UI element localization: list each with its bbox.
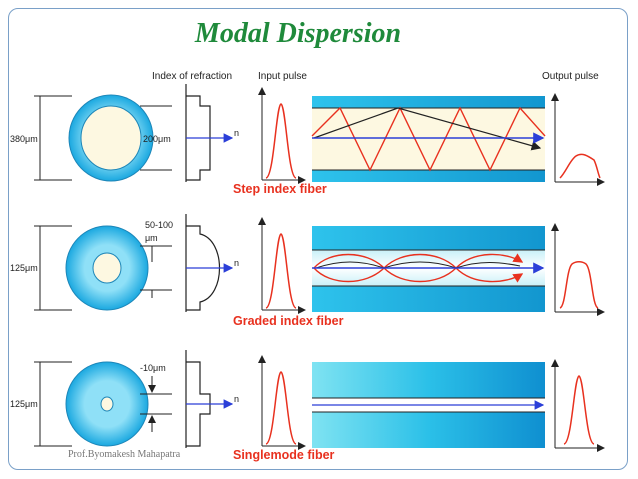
outer-diameter-label: 125μm xyxy=(10,263,38,273)
core-diameter-label: 200μm xyxy=(143,134,171,144)
row-graded-index: 125μm 50-100 μm n xyxy=(10,214,605,328)
profile-axis-label: n xyxy=(234,128,239,138)
core-diameter-label: -10μm xyxy=(140,363,166,373)
core-circle xyxy=(80,105,142,171)
ray-zigzag xyxy=(311,106,546,172)
output-pulse-curve xyxy=(563,375,595,445)
ray-oblique xyxy=(313,107,542,151)
header-output-pulse: Output pulse xyxy=(542,71,599,82)
input-pulse-curve xyxy=(265,103,297,179)
row-step-index: 380μm 200μm n xyxy=(10,84,605,196)
header-input-pulse: Input pulse xyxy=(258,71,307,82)
core-diameter-label-unit: μm xyxy=(145,233,158,243)
header-index-of-refraction: Index of refraction xyxy=(152,71,232,82)
profile-axis-label: n xyxy=(234,394,239,404)
ray-graded-lower xyxy=(313,267,524,283)
profile-axis-label: n xyxy=(234,258,239,268)
fiber-name-label: Step index fiber xyxy=(233,182,327,196)
output-pulse-curve xyxy=(559,153,601,179)
input-pulse-curve xyxy=(265,233,297,309)
outer-diameter-label: 380μm xyxy=(10,134,38,144)
outer-diameter-label: 125μm xyxy=(10,399,38,409)
fiber-name-label: Singlemode fiber xyxy=(233,448,335,462)
core-diameter-label: 50-100 xyxy=(145,220,173,230)
slide-frame xyxy=(8,8,628,470)
slide-footer: Prof.Byomakesh Mahapatra xyxy=(68,449,181,460)
fiber-name-label: Graded index fiber xyxy=(233,314,344,328)
output-pulse-curve xyxy=(559,261,599,309)
core-circle xyxy=(92,252,122,284)
ray-graded-upper xyxy=(313,253,524,269)
input-pulse-curve xyxy=(265,371,297,445)
slide-title: Modal Dispersion xyxy=(194,18,402,49)
ray-graded-inner xyxy=(315,261,521,269)
core-circle xyxy=(100,396,114,412)
row-singlemode: 125μm -10μm n Singlemode fiber xyxy=(10,350,605,462)
